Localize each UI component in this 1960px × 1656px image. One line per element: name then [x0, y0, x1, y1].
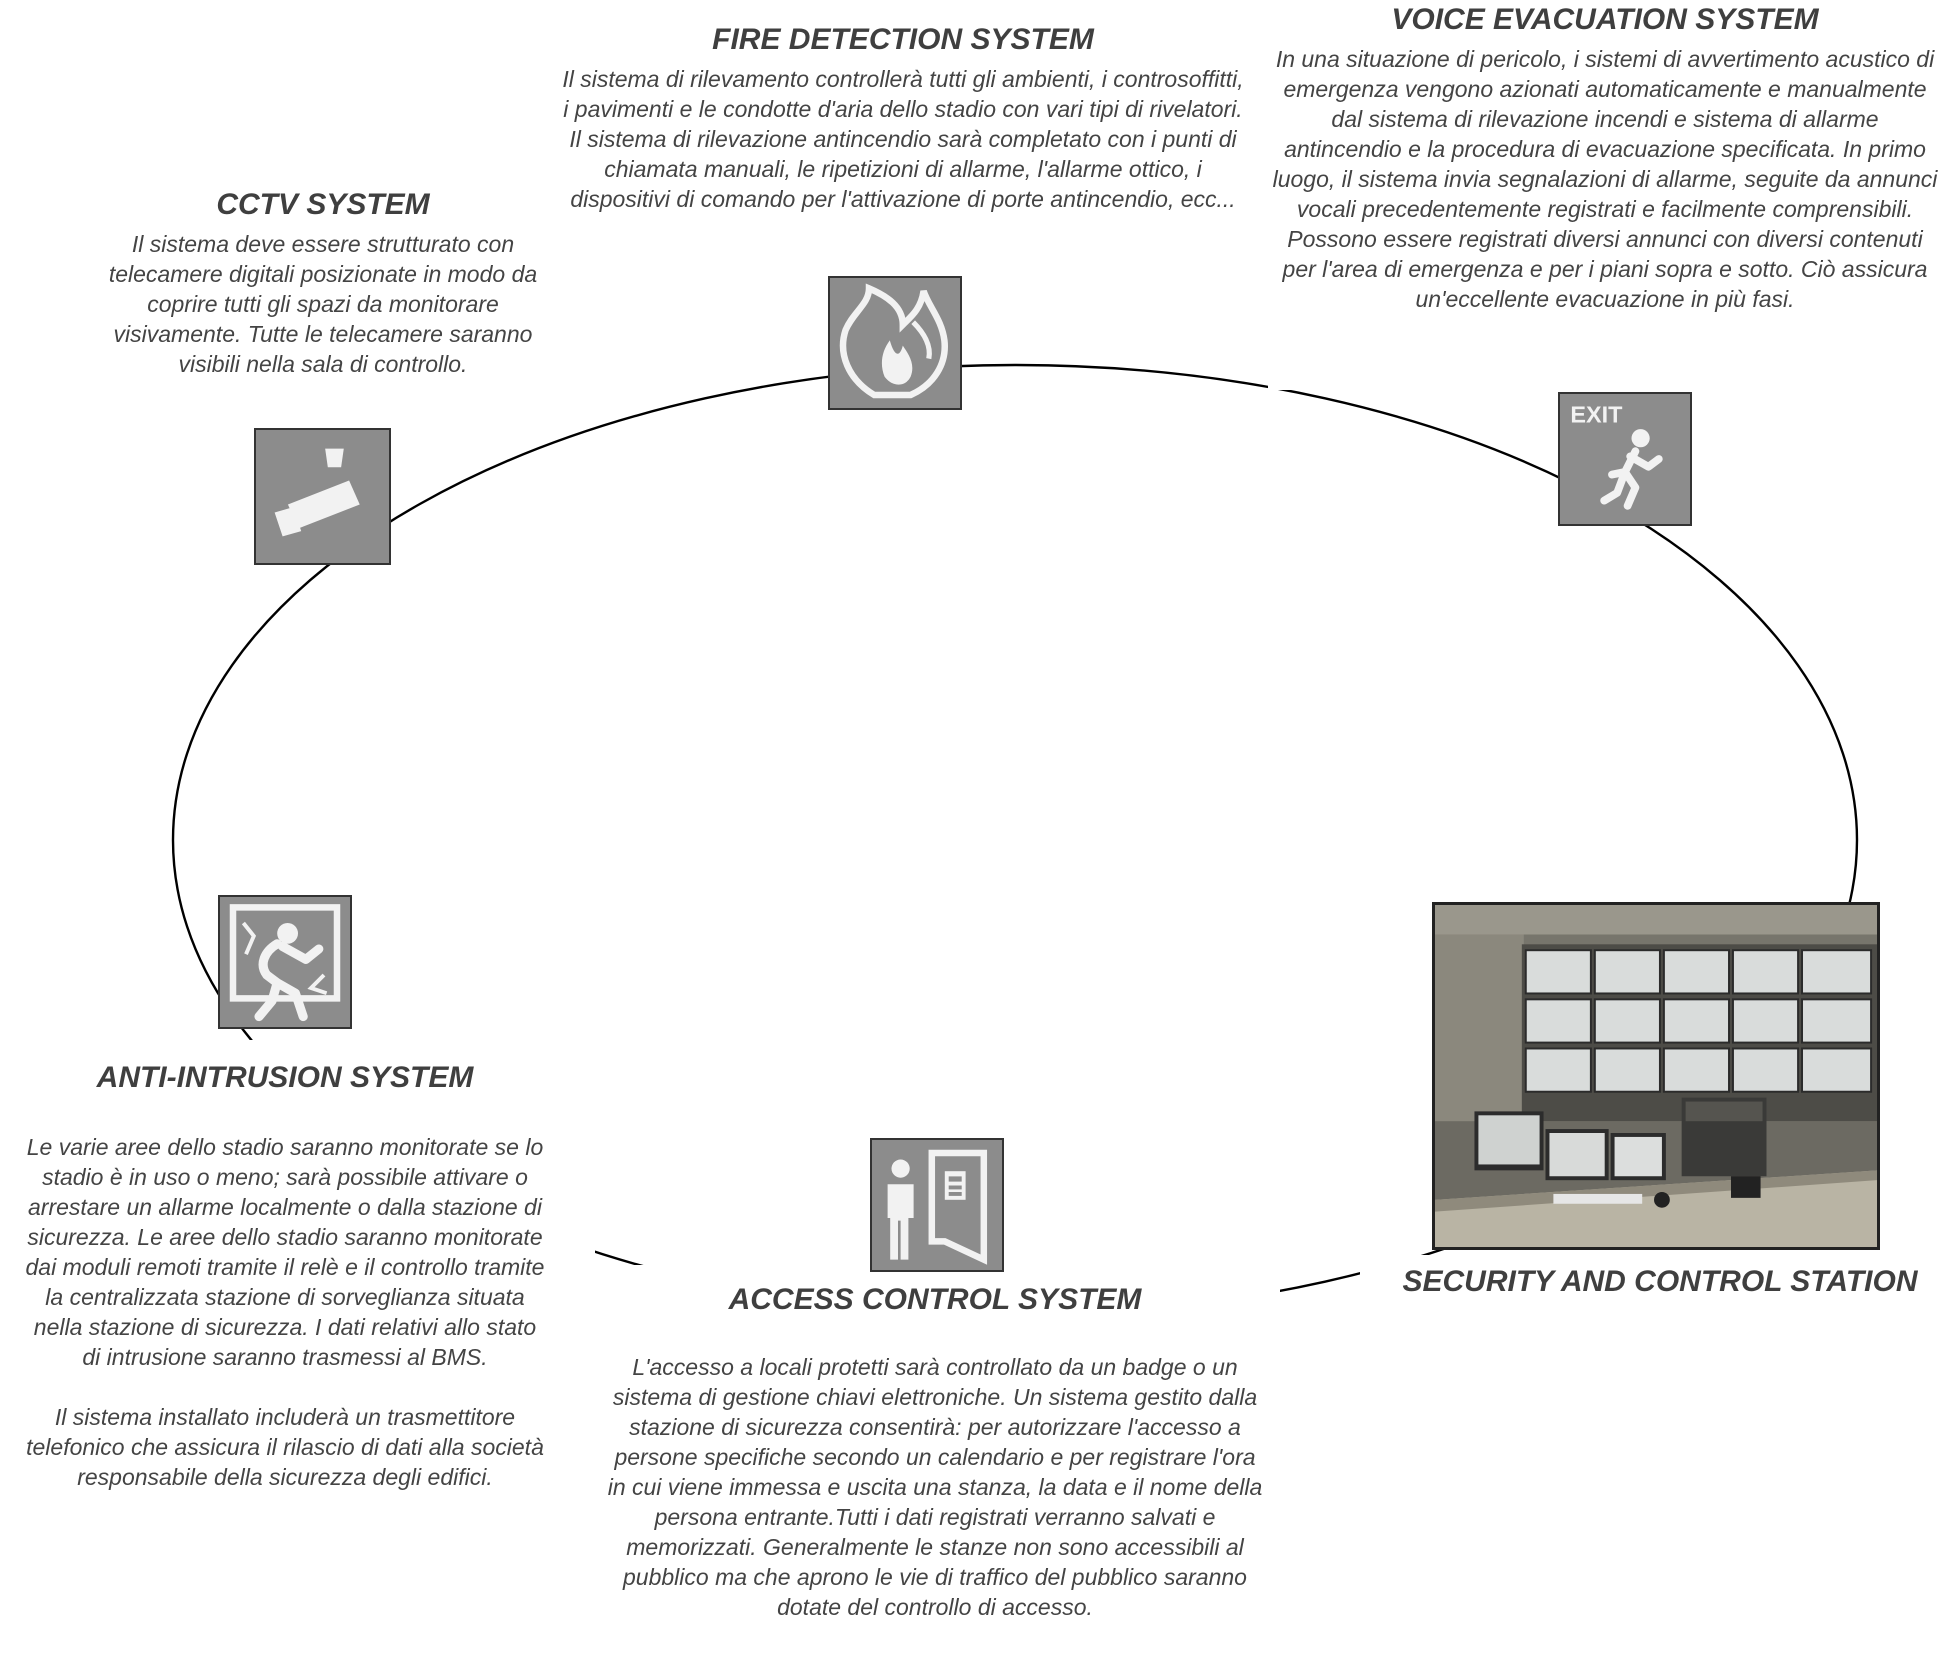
cctv-title: CCTV SYSTEM	[216, 188, 430, 221]
flame-icon	[828, 276, 962, 410]
access-control-block: ACCESS CONTROL SYSTEM L'accesso a locali…	[590, 1282, 1280, 1622]
anti-intrusion-title: ANTI-INTRUSION SYSTEM	[96, 1061, 474, 1094]
anti-intrusion-description: Le varie aree dello stadio saranno monit…	[25, 1134, 545, 1370]
voice-evacuation-description: In una situazione di pericolo, i sistemi…	[1272, 46, 1938, 312]
security-control-station-title: SECURITY AND CONTROL STATION	[1402, 1265, 1918, 1298]
access-control-description: L'accesso a locali protetti sarà control…	[607, 1354, 1263, 1620]
fire-detection-title: FIRE DETECTION SYSTEM	[712, 23, 1094, 56]
cctv-description: Il sistema deve essere strutturato con t…	[108, 231, 538, 377]
camera-icon	[254, 428, 391, 565]
door-access-icon	[870, 1138, 1004, 1272]
anti-intrusion-block: ANTI-INTRUSION SYSTEM Le varie aree dell…	[10, 1060, 560, 1492]
security-control-station-block: SECURITY AND CONTROL STATION	[1370, 1264, 1950, 1306]
control-room-photo	[1432, 902, 1880, 1250]
exit-sign-icon: EXIT	[1558, 392, 1692, 526]
access-control-title: ACCESS CONTROL SYSTEM	[728, 1283, 1142, 1316]
anti-intrusion-description-2: Il sistema installato includerà un trasm…	[26, 1404, 544, 1490]
voice-evacuation-block: VOICE EVACUATION SYSTEM In una situazion…	[1270, 2, 1940, 314]
voice-evacuation-title: VOICE EVACUATION SYSTEM	[1391, 3, 1819, 36]
cctv-block: CCTV SYSTEM Il sistema deve essere strut…	[98, 187, 548, 379]
fire-detection-block: FIRE DETECTION SYSTEM Il sistema di rile…	[558, 22, 1248, 214]
fire-detection-description: Il sistema di rilevamento controllerà tu…	[562, 66, 1244, 212]
exit-sign-label: EXIT	[1570, 402, 1623, 428]
intruder-window-icon	[218, 895, 352, 1029]
